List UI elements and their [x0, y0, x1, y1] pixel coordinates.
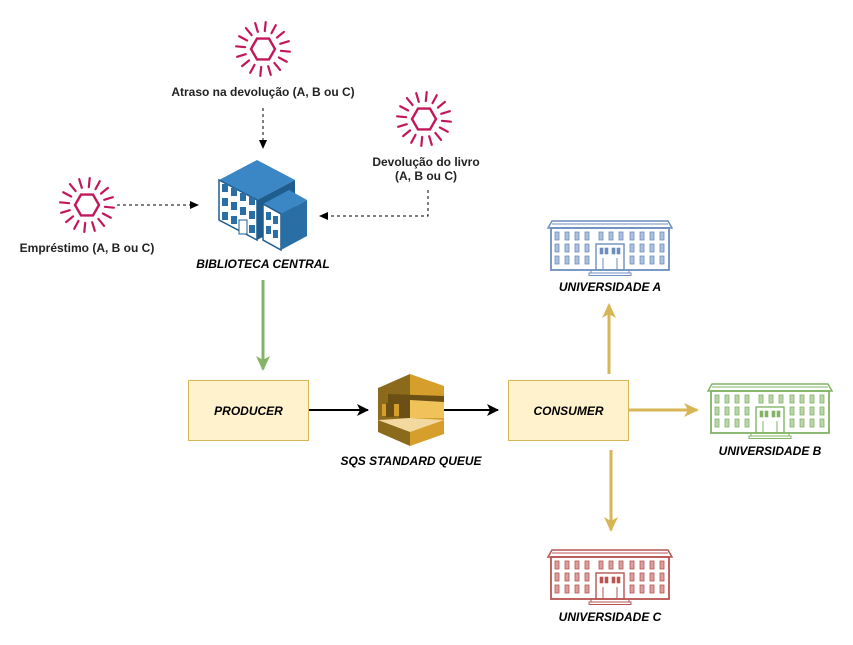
- label-emprestimo: Empréstimo (A, B ou C): [19, 241, 155, 255]
- label-atraso: Atraso na devolução (A, B ou C): [171, 85, 355, 99]
- label-queue: SQS STANDARD QUEUE: [340, 454, 482, 468]
- label-univ-a: UNIVERSIDADE A: [558, 280, 662, 294]
- label-devolucao-line2: (A, B ou C): [395, 169, 457, 183]
- producer-label: PRODUCER: [214, 403, 283, 418]
- universidade-a-building-icon: [547, 220, 673, 276]
- arrow-devolucao-to-biblioteca: [319, 190, 429, 220]
- label-univ-c: UNIVERSIDADE C: [558, 610, 662, 624]
- event-emprestimo-icon: [59, 177, 115, 233]
- sqs-queue-icon: [378, 374, 444, 446]
- label-univ-b: UNIVERSIDADE B: [718, 444, 822, 458]
- universidade-b-building-icon: [707, 383, 833, 439]
- biblioteca-building-icon: [218, 160, 307, 252]
- consumer-box: CONSUMER: [508, 380, 629, 441]
- event-devolucao-icon: [396, 91, 452, 147]
- producer-box: PRODUCER: [188, 380, 309, 441]
- label-biblioteca: BIBLIOTECA CENTRAL: [196, 257, 330, 271]
- label-devolucao-line1: Devolução do livro: [372, 155, 480, 169]
- universidade-c-building-icon: [547, 549, 673, 605]
- consumer-label: CONSUMER: [533, 403, 604, 418]
- event-atraso-icon: [235, 21, 291, 77]
